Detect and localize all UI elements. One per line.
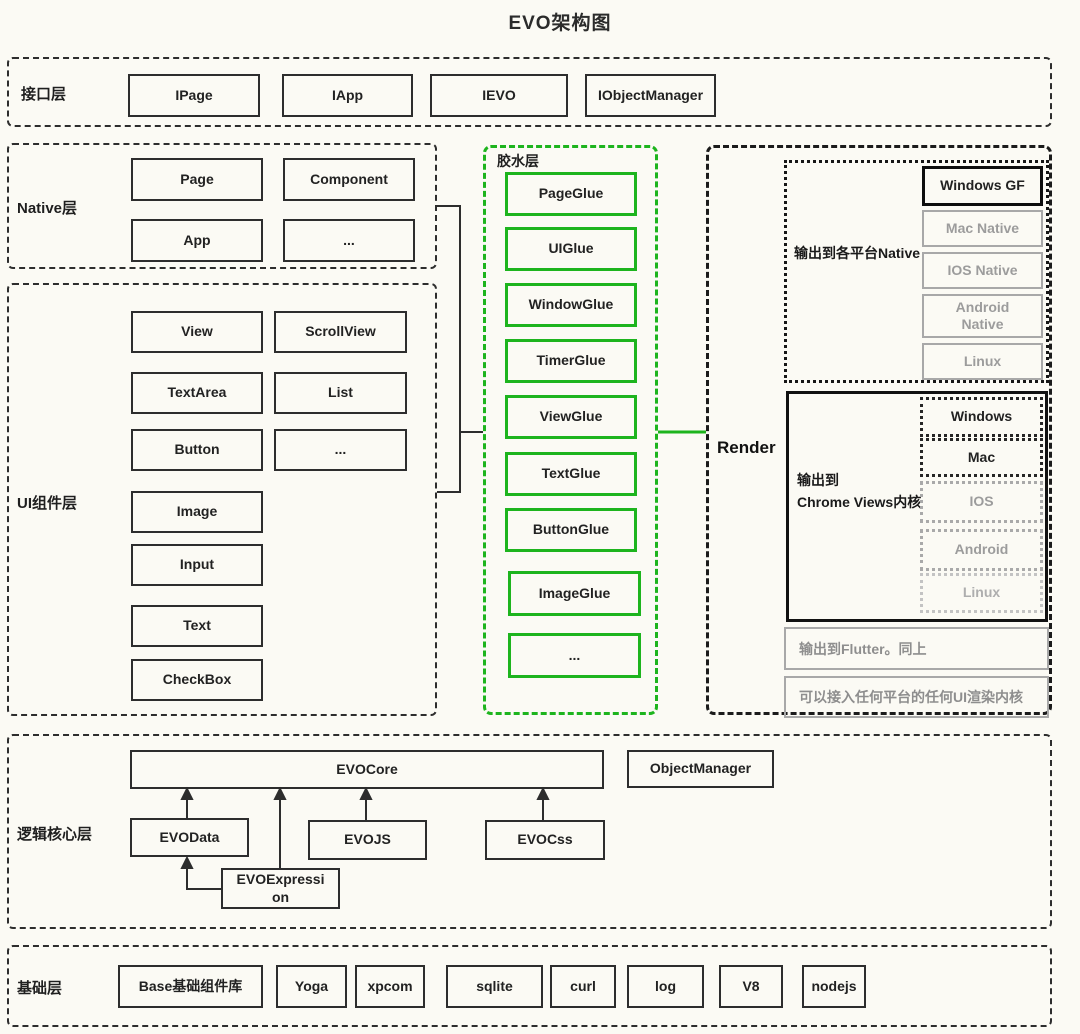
box-view: View (131, 311, 263, 353)
native-output-label: 输出到各平台Native (794, 245, 921, 261)
box-list: List (274, 372, 407, 414)
native-layer (7, 143, 437, 269)
box-base-components: Base基础组件库 (118, 965, 263, 1008)
box-nodejs: nodejs (802, 965, 866, 1008)
box-image: Image (131, 491, 263, 533)
box-iapp: IApp (282, 74, 413, 117)
box-objectmanager: ObjectManager (627, 750, 774, 788)
box-ipage: IPage (128, 74, 260, 117)
box-evoexpression: EVOExpression (221, 868, 340, 909)
box-text: Text (131, 605, 263, 647)
platform-chrome-mac: Mac (920, 438, 1043, 477)
box-evocss: EVOCss (485, 820, 605, 860)
box-textarea: TextArea (131, 372, 263, 414)
box-page: Page (131, 158, 263, 201)
box-buttonglue: ButtonGlue (505, 508, 637, 552)
platform-linux-native: Linux (922, 343, 1043, 380)
interface-layer-label: 接口层 (21, 86, 67, 103)
box-button: Button (131, 429, 263, 471)
ui-layer-label: UI组件层 (17, 495, 78, 512)
box-imageglue: ImageGlue (508, 571, 641, 616)
box-pageglue: PageGlue (505, 172, 637, 216)
box-ui-more: ... (274, 429, 407, 471)
box-scrollview: ScrollView (274, 311, 407, 353)
ui-component-layer (7, 283, 437, 716)
diagram-title: EVO架构图 (508, 13, 612, 34)
box-viewglue: ViewGlue (505, 395, 637, 439)
box-input: Input (131, 544, 263, 586)
render-section (706, 145, 1052, 715)
platform-ios-native: IOS Native (922, 252, 1043, 289)
native-layer-label: Native层 (17, 200, 78, 217)
platform-android-native: Android Native (922, 294, 1043, 338)
chrome-output-label: 输出到 Chrome Views内核 (797, 470, 921, 513)
box-ievo: IEVO (430, 74, 568, 117)
glue-layer-label: 胶水层 (497, 153, 539, 169)
platform-windows-gf: Windows GF (922, 166, 1043, 206)
box-textglue: TextGlue (505, 452, 637, 496)
platform-chrome-windows: Windows (920, 397, 1043, 437)
box-curl: curl (550, 965, 616, 1008)
platform-chrome-ios: IOS (920, 481, 1043, 523)
base-layer (7, 945, 1052, 1027)
platform-chrome-android: Android (920, 529, 1043, 571)
logic-layer-label: 逻辑核心层 (17, 826, 93, 843)
box-v8: V8 (719, 965, 783, 1008)
box-yoga: Yoga (276, 965, 347, 1008)
logic-core-layer (7, 734, 1052, 929)
platform-mac-native: Mac Native (922, 210, 1043, 247)
native-output-group (784, 160, 1049, 383)
note-any-ui-kernel: 可以接入任何平台的任何UI渲染内核 (784, 676, 1049, 718)
base-layer-label: 基础层 (17, 980, 63, 997)
box-checkbox: CheckBox (131, 659, 263, 701)
box-app: App (131, 219, 263, 262)
box-windowglue: WindowGlue (505, 283, 637, 327)
chrome-output-label-line1: 输出到 (797, 472, 839, 488)
box-component: Component (283, 158, 415, 201)
box-evodata: EVOData (130, 818, 249, 857)
render-label: Render (717, 438, 776, 457)
box-evojs: EVOJS (308, 820, 427, 860)
glue-layer (483, 145, 658, 715)
box-evocore: EVOCore (130, 750, 604, 789)
trunk-connector-line (437, 205, 461, 493)
note-flutter: 输出到Flutter。同上 (784, 627, 1049, 670)
platform-chrome-linux: Linux (920, 573, 1043, 613)
box-uiglue: UIGlue (505, 227, 637, 271)
box-xpcom: xpcom (355, 965, 425, 1008)
chrome-output-label-line2: Chrome Views内核 (797, 493, 922, 510)
box-sqlite: sqlite (446, 965, 543, 1008)
box-native-more: ... (283, 219, 415, 262)
box-log: log (627, 965, 704, 1008)
chrome-output-group (786, 391, 1048, 622)
box-timerglue: TimerGlue (505, 339, 637, 383)
interface-layer (7, 57, 1052, 127)
box-glue-more: ... (508, 633, 641, 678)
box-iobjectmanager: IObjectManager (585, 74, 716, 117)
